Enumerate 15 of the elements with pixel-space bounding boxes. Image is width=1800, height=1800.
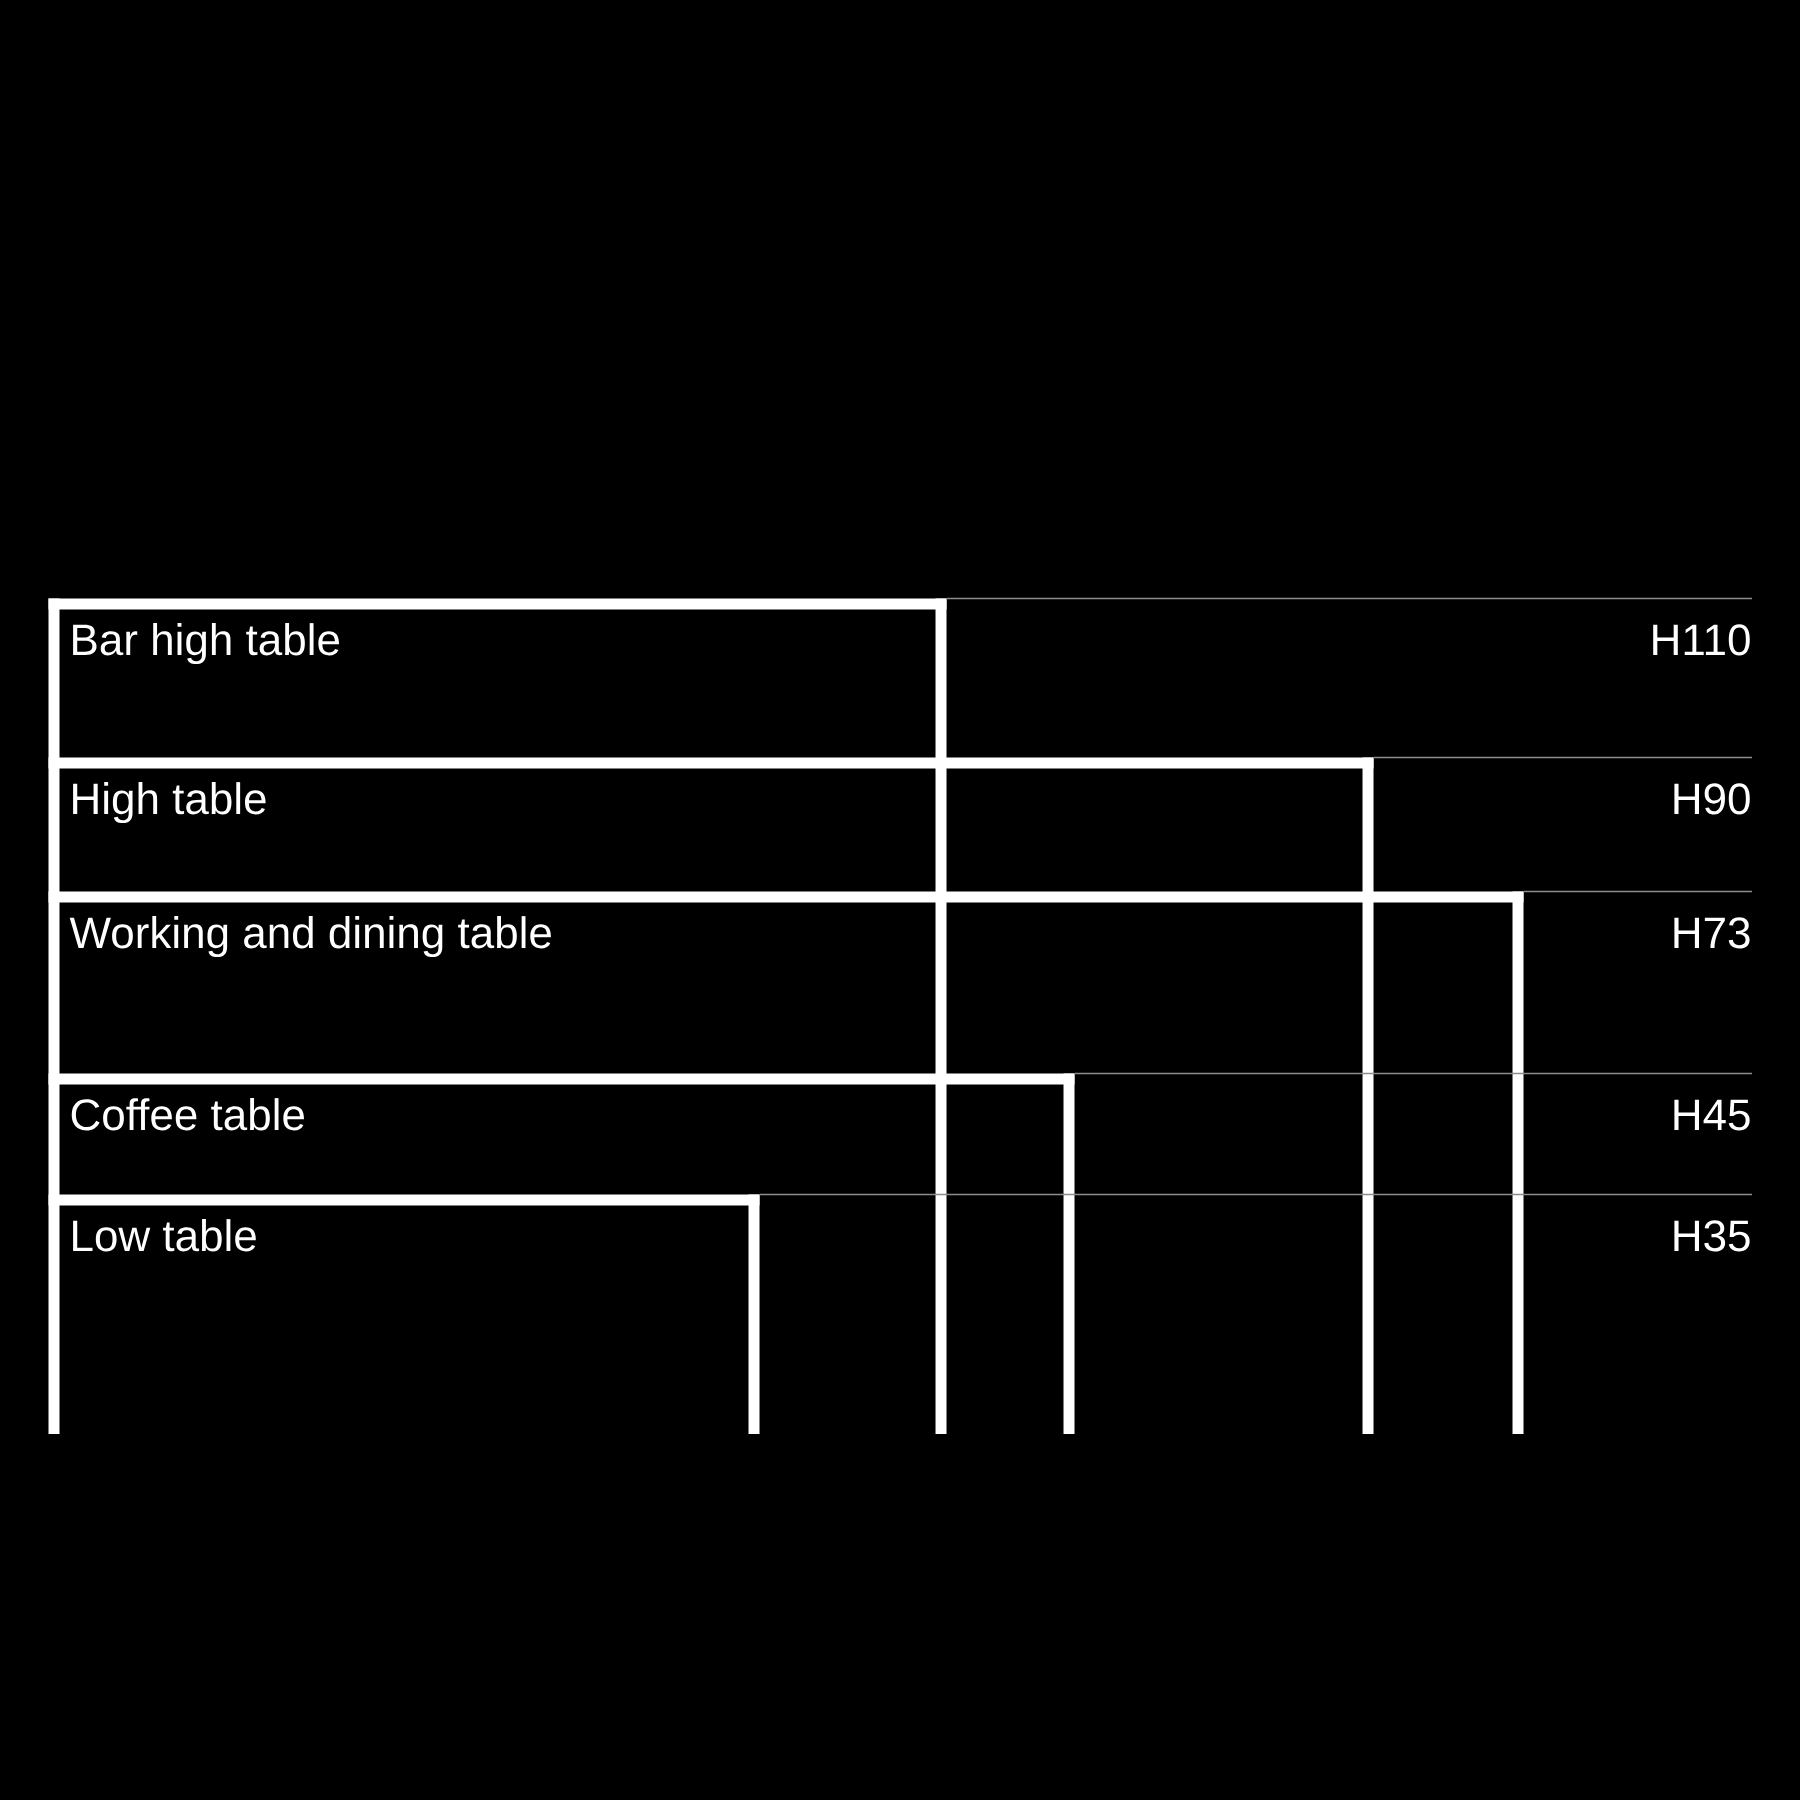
table-row xyxy=(48,890,1753,958)
height-label: H110 xyxy=(1653,624,1750,656)
table-row xyxy=(48,597,1753,665)
table-name: Coffee table xyxy=(71,1098,304,1131)
height-label: H35 xyxy=(1674,1220,1750,1252)
table-name: Working and dining table xyxy=(69,916,551,958)
table-name: Low table xyxy=(73,1219,256,1252)
table-row xyxy=(48,756,1753,824)
height-label: H73 xyxy=(1674,917,1750,949)
table-row xyxy=(48,1193,1753,1252)
table-name: Bar high table xyxy=(73,623,339,665)
height-label: H90 xyxy=(1674,783,1750,815)
table-name: High table xyxy=(73,782,266,824)
table-row xyxy=(48,1072,1753,1131)
height-label: H45 xyxy=(1674,1099,1750,1131)
